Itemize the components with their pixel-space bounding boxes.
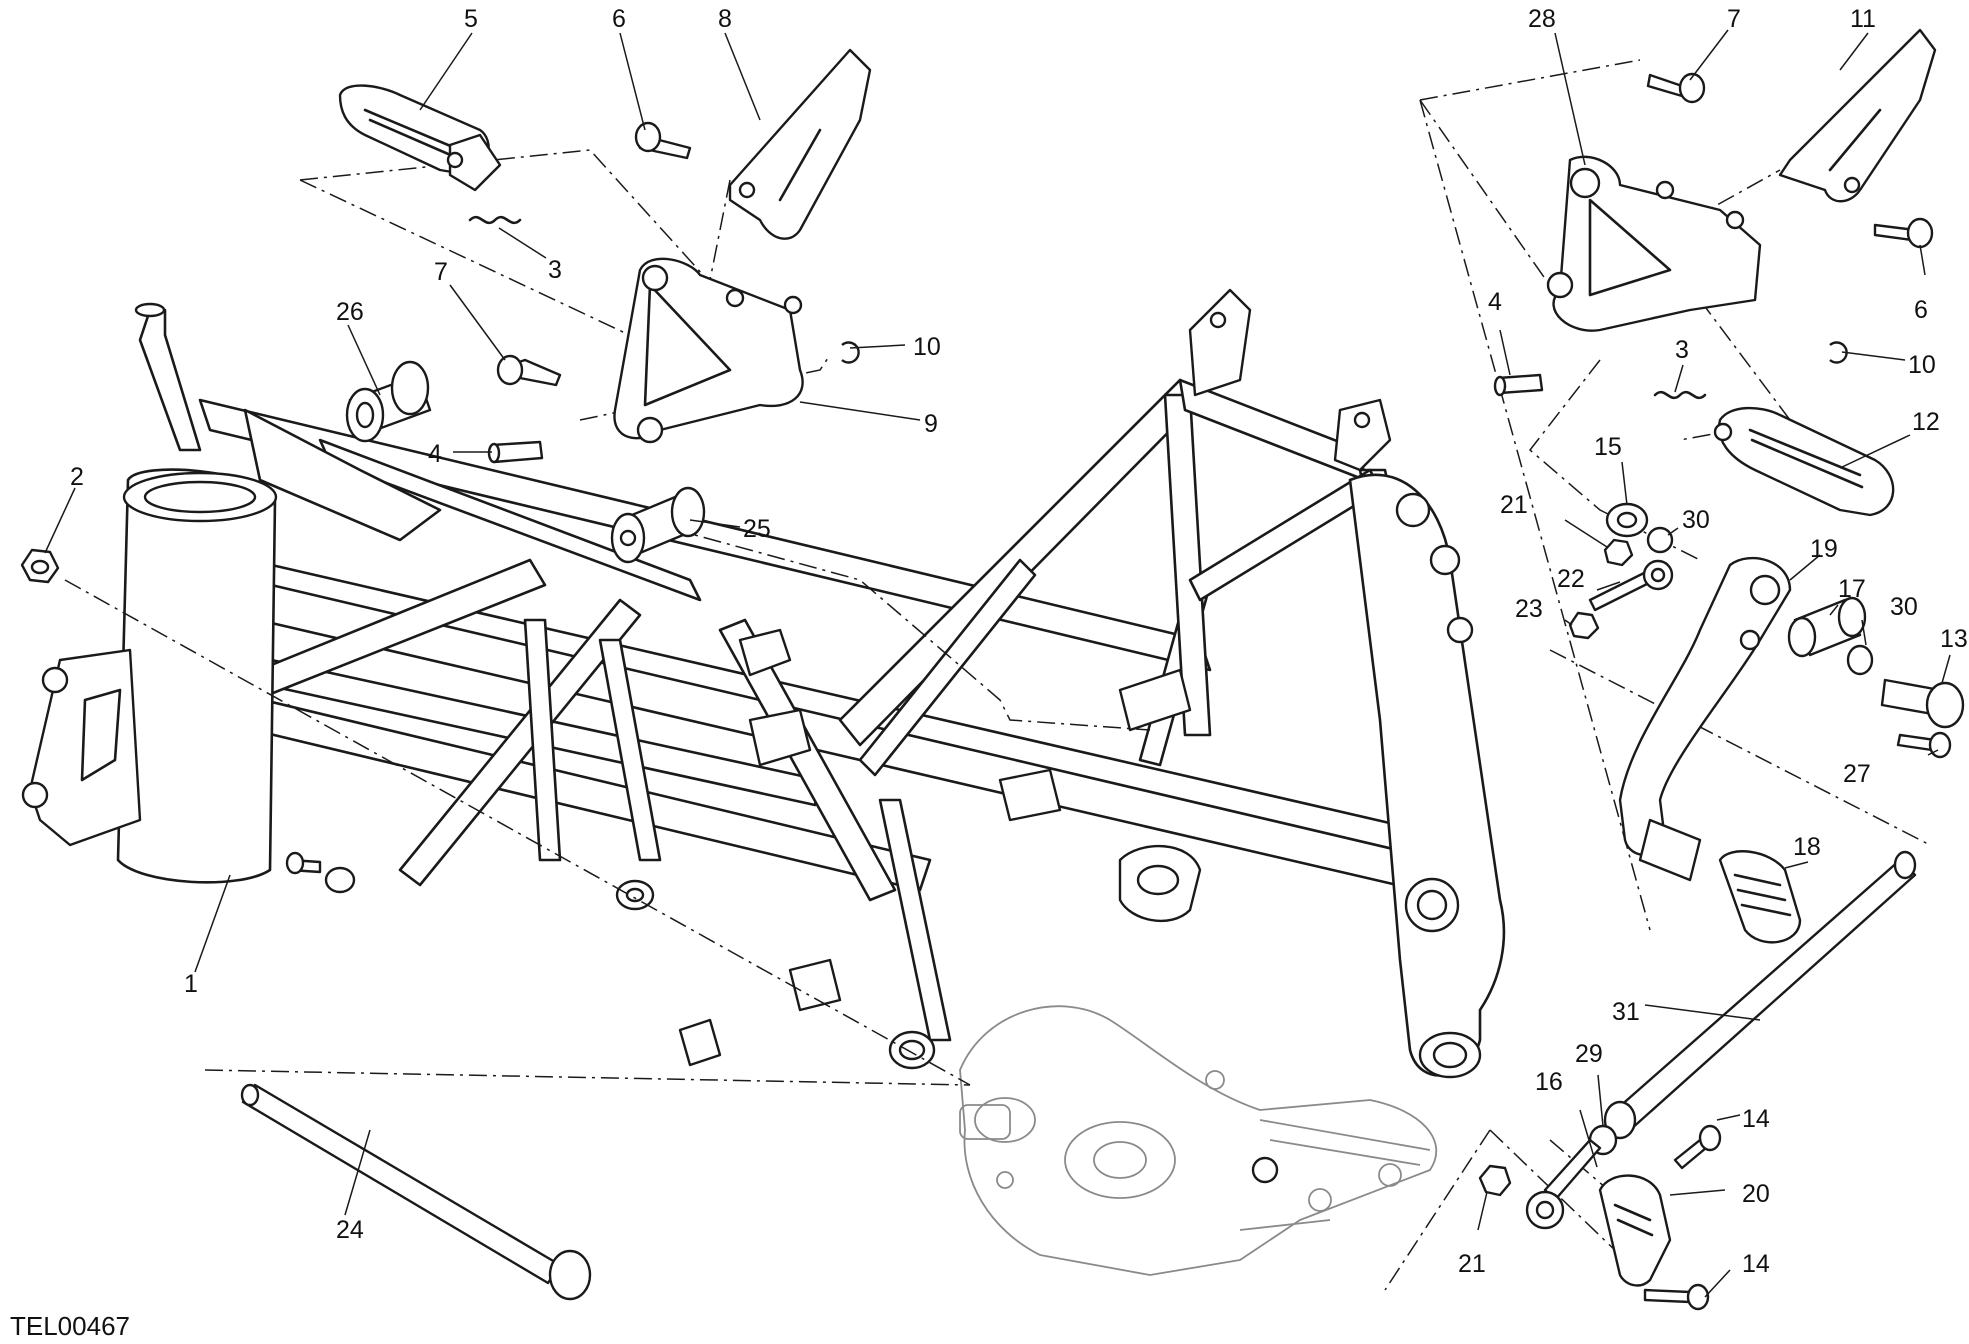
callout-12: 12 (1912, 408, 1940, 436)
callout-29: 29 (1575, 1040, 1603, 1068)
small-parts (20, 28, 1965, 1311)
callout-3-right: 3 (1675, 336, 1689, 364)
callout-20: 20 (1742, 1180, 1770, 1208)
drawing-code: TEL00467 (10, 1311, 130, 1341)
callout-3: 3 (548, 256, 562, 284)
callout-9: 9 (924, 410, 938, 438)
engine-reference (959, 1005, 1437, 1276)
callout-21: 21 (1500, 491, 1528, 519)
callout-10-right: 10 (1908, 351, 1936, 379)
callout-13: 13 (1940, 625, 1968, 653)
callout-18: 18 (1793, 833, 1821, 861)
callout-26: 26 (336, 298, 364, 326)
callout-31: 31 (1612, 998, 1640, 1026)
callout-27: 27 (1843, 760, 1871, 788)
callout-6-right: 6 (1914, 296, 1928, 324)
assembly-lines (64, 59, 1931, 1291)
callout-14: 14 (1742, 1105, 1770, 1133)
callout-17: 17 (1838, 575, 1866, 603)
callout-7-right: 7 (1727, 5, 1741, 33)
callout-5: 5 (464, 5, 478, 33)
callout-21-bottom: 21 (1458, 1250, 1486, 1278)
callout-1: 1 (184, 970, 198, 998)
leader-lines (44, 29, 1951, 1298)
callout-7: 7 (434, 258, 448, 286)
callout-14-bottom: 14 (1742, 1250, 1770, 1278)
callout-25: 25 (743, 515, 771, 543)
callout-22: 22 (1557, 565, 1585, 593)
callout-6: 6 (612, 5, 626, 33)
callout-4: 4 (428, 440, 442, 468)
callout-24: 24 (336, 1216, 364, 1244)
callout-19: 19 (1810, 535, 1838, 563)
callout-2: 2 (70, 463, 84, 491)
callout-8: 8 (718, 5, 732, 33)
callout-23: 23 (1515, 595, 1543, 623)
callout-4-right: 4 (1488, 288, 1502, 316)
callout-15: 15 (1594, 433, 1622, 461)
callout-16: 16 (1535, 1068, 1563, 1096)
callout-30: 30 (1682, 506, 1710, 534)
callout-30-right: 30 (1890, 593, 1918, 621)
callout-10: 10 (913, 333, 941, 361)
frame (21, 288, 1506, 1079)
callout-labels: 1 2 3 4 5 6 7 8 9 10 26 25 24 28 7 11 6 … (70, 5, 1968, 1278)
callout-11: 11 (1850, 5, 1876, 33)
callout-28: 28 (1528, 5, 1556, 33)
